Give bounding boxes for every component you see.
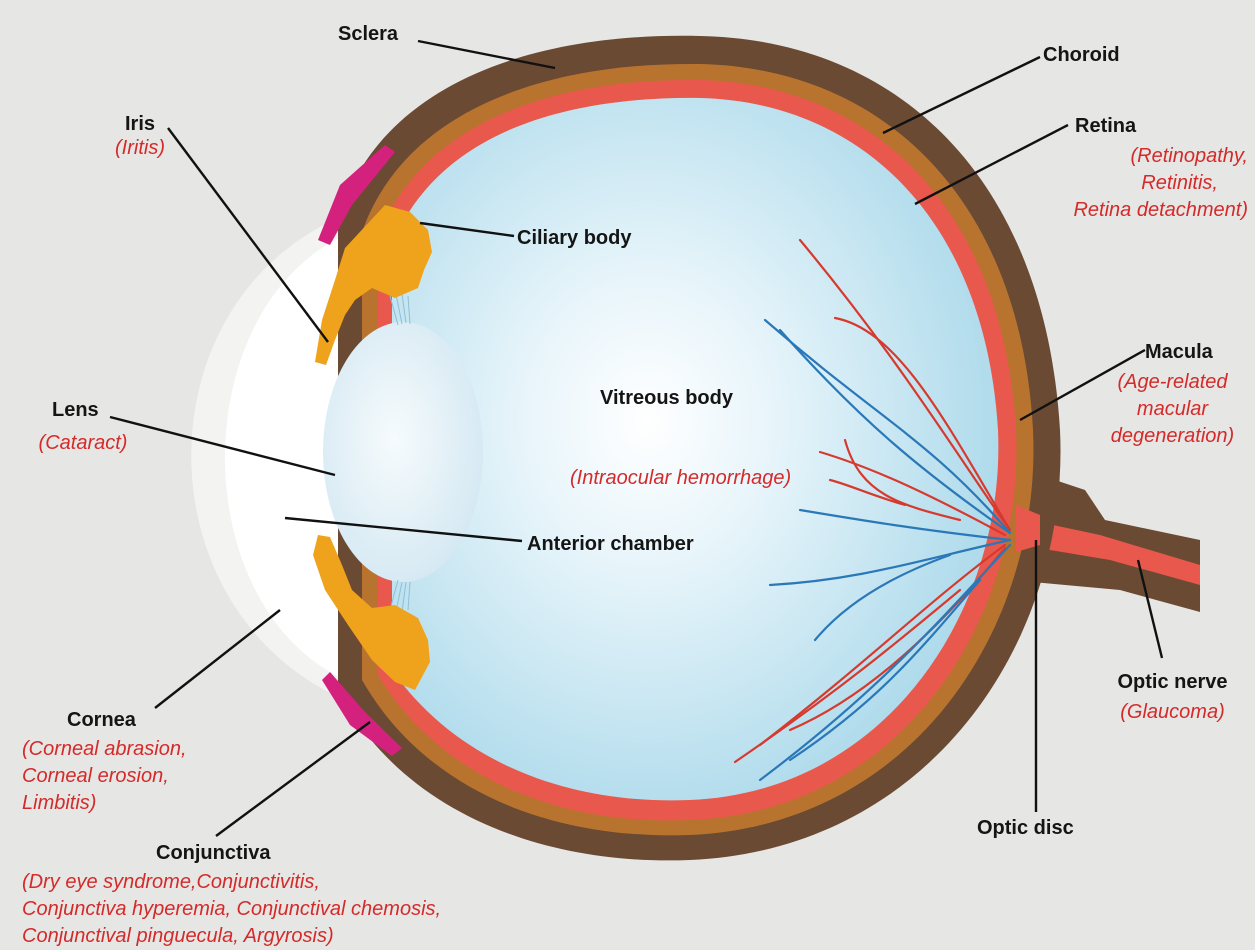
conjunctiva-condition-2: Conjunctiva hyperemia, Conjunctival chem… <box>22 897 542 921</box>
iris-condition: (Iritis) <box>100 136 180 160</box>
cornea-label-group: Cornea (Corneal abrasion, Corneal erosio… <box>22 708 242 815</box>
macula-label-group: Macula (Age-related macular degeneration… <box>1095 340 1250 448</box>
cornea-condition-3: Limbitis) <box>22 791 242 815</box>
conjunctiva-condition-1: (Dry eye syndrome,Conjunctivitis, <box>22 870 542 894</box>
cornea-condition-1: (Corneal abrasion, <box>22 737 242 761</box>
iris-label-group: Iris (Iritis) <box>100 112 180 160</box>
retina-label-group: Retina (Retinopathy, Retinitis, Retina d… <box>1030 114 1248 222</box>
lens-label-group: Lens (Cataract) <box>25 398 141 455</box>
macula-condition-2: macular <box>1095 397 1250 421</box>
iris-label: Iris <box>100 112 180 136</box>
optic-disc-label: Optic disc <box>977 816 1074 840</box>
choroid-label: Choroid <box>1043 43 1120 67</box>
macula-label: Macula <box>1095 340 1250 364</box>
conjunctiva-label-group: Conjunctiva (Dry eye syndrome,Conjunctiv… <box>22 841 542 948</box>
vitreous-body-condition: (Intraocular hemorrhage) <box>570 466 791 490</box>
optic-nerve-condition: (Glaucoma) <box>1100 700 1245 724</box>
lens-shape <box>323 322 483 582</box>
conjunctiva-condition-3: Conjunctival pinguecula, Argyrosis) <box>22 924 542 948</box>
vitreous-body-label: Vitreous body <box>600 386 733 410</box>
lens-label: Lens <box>25 398 141 422</box>
retina-condition-1: (Retinopathy, <box>1030 144 1248 168</box>
macula-condition-1: (Age-related <box>1095 370 1250 394</box>
cornea-label: Cornea <box>22 708 242 732</box>
sclera-label: Sclera <box>338 22 398 46</box>
conjunctiva-label: Conjunctiva <box>22 841 542 865</box>
retina-label: Retina <box>1030 114 1248 138</box>
optic-nerve-label: Optic nerve <box>1100 670 1245 694</box>
ciliary-body-label: Ciliary body <box>517 226 631 250</box>
anterior-chamber-label: Anterior chamber <box>527 532 694 556</box>
macula-condition-3: degeneration) <box>1095 424 1250 448</box>
optic-nerve-label-group: Optic nerve (Glaucoma) <box>1100 670 1245 724</box>
lens-condition: (Cataract) <box>25 431 141 455</box>
retina-condition-3: Retina detachment) <box>1030 198 1248 222</box>
retina-condition-2: Retinitis, <box>1030 171 1248 195</box>
cornea-condition-2: Corneal erosion, <box>22 764 242 788</box>
